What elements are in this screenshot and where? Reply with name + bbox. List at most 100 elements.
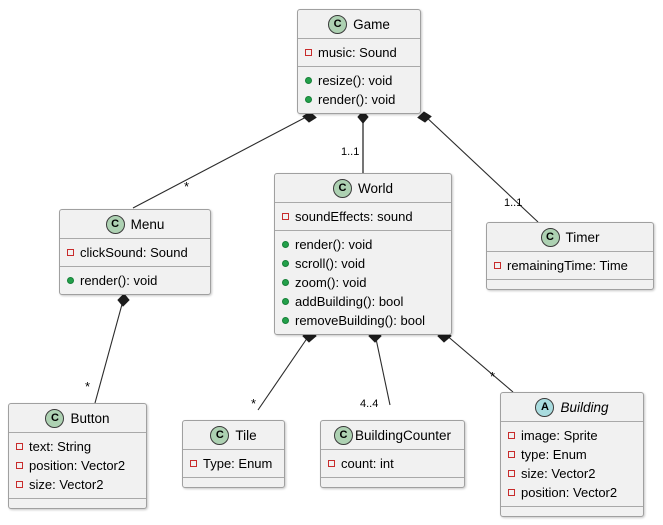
class-title-menu: C Menu	[60, 210, 210, 239]
method-row[interactable]: zoom(): void	[275, 273, 451, 292]
public-method-icon	[67, 277, 74, 284]
method-row[interactable]: render(): void	[275, 235, 451, 254]
attribute-row[interactable]: image: Sprite	[501, 426, 643, 445]
edge-game-world	[357, 110, 369, 173]
public-method-icon	[282, 260, 289, 267]
class-name: Menu	[130, 216, 165, 232]
attribute-label: type: Enum	[521, 447, 587, 462]
attributes-compartment-world: soundEffects: sound	[275, 203, 451, 231]
edge-world-tile	[257, 329, 317, 411]
method-row[interactable]: scroll(): void	[275, 254, 451, 273]
private-attribute-icon	[190, 460, 197, 467]
private-attribute-icon	[508, 470, 515, 477]
attribute-label: music: Sound	[318, 45, 397, 60]
method-row[interactable]: removeBuilding(): bool	[275, 311, 451, 330]
attribute-label: size: Vector2	[29, 477, 104, 492]
class-badge-icon: C	[333, 425, 353, 445]
attribute-row[interactable]: soundEffects: sound	[275, 207, 451, 226]
public-method-icon	[282, 241, 289, 248]
class-box-buildingcounter[interactable]: C BuildingCounter count: int	[320, 420, 465, 488]
class-badge-icon: C	[540, 227, 560, 247]
public-method-icon	[305, 77, 312, 84]
class-name: Button	[70, 410, 110, 426]
edge-world-buildingcounter	[368, 329, 391, 406]
method-row[interactable]: resize(): void	[298, 71, 420, 90]
class-name: World	[357, 180, 393, 196]
class-name: Game	[353, 16, 390, 32]
attribute-label: size: Vector2	[521, 466, 596, 481]
method-label: zoom(): void	[295, 275, 367, 290]
private-attribute-icon	[16, 462, 23, 469]
class-box-game[interactable]: C Game music: Sound resize(): void rende…	[297, 9, 421, 114]
class-box-timer[interactable]: C Timer remainingTime: Time	[486, 222, 654, 290]
private-attribute-icon	[508, 451, 515, 458]
private-attribute-icon	[305, 49, 312, 56]
class-name: Building	[560, 399, 609, 415]
class-badge-icon: C	[105, 214, 125, 234]
class-badge-icon: C	[210, 425, 230, 445]
edge-world-building	[437, 329, 514, 393]
methods-compartment-world: render(): void scroll(): void zoom(): vo…	[275, 231, 451, 334]
attribute-row[interactable]: remainingTime: Time	[487, 256, 653, 275]
attribute-row[interactable]: text: String	[9, 437, 146, 456]
multiplicity-world-tile: *	[251, 396, 257, 411]
private-attribute-icon	[508, 432, 515, 439]
attributes-compartment-tile: Type: Enum	[183, 450, 284, 478]
method-label: render(): void	[80, 273, 158, 288]
methods-compartment-timer	[487, 280, 653, 289]
attribute-label: Type: Enum	[203, 456, 273, 471]
attribute-label: clickSound: Sound	[80, 245, 188, 260]
attributes-compartment-building: image: Sprite type: Enum size: Vector2 p…	[501, 422, 643, 507]
method-label: scroll(): void	[295, 256, 366, 271]
attributes-compartment-button: text: String position: Vector2 size: Vec…	[9, 433, 146, 499]
attribute-label: text: String	[29, 439, 92, 454]
class-title-tile: C Tile	[183, 421, 284, 450]
class-name: BuildingCounter	[354, 427, 452, 443]
attributes-compartment-game: music: Sound	[298, 39, 420, 67]
method-label: render(): void	[295, 237, 373, 252]
class-box-building[interactable]: A Building image: Sprite type: Enum size…	[500, 392, 644, 517]
class-badge-icon: C	[45, 408, 65, 428]
method-row[interactable]: render(): void	[298, 90, 420, 109]
method-label: resize(): void	[318, 73, 393, 88]
attribute-row[interactable]: clickSound: Sound	[60, 243, 210, 262]
class-box-tile[interactable]: C Tile Type: Enum	[182, 420, 285, 488]
multiplicity-game-timer: 1..1	[504, 197, 523, 209]
method-row[interactable]: render(): void	[60, 271, 210, 290]
attribute-label: remainingTime: Time	[507, 258, 628, 273]
class-box-menu[interactable]: C Menu clickSound: Sound render(): void	[59, 209, 211, 295]
class-title-game: C Game	[298, 10, 420, 39]
attribute-row[interactable]: count: int	[321, 454, 464, 473]
edge-menu-button	[94, 293, 130, 404]
multiplicity-world-buildingcounter: 4..4	[360, 398, 379, 410]
methods-compartment-tile	[183, 478, 284, 487]
private-attribute-icon	[494, 262, 501, 269]
attribute-row[interactable]: Type: Enum	[183, 454, 284, 473]
attributes-compartment-buildingcounter: count: int	[321, 450, 464, 478]
private-attribute-icon	[16, 443, 23, 450]
attribute-label: position: Vector2	[521, 485, 618, 500]
private-attribute-icon	[328, 460, 335, 467]
method-row[interactable]: addBuilding(): bool	[275, 292, 451, 311]
attribute-row[interactable]: size: Vector2	[9, 475, 146, 494]
attribute-row[interactable]: position: Vector2	[501, 483, 643, 502]
class-box-button[interactable]: C Button text: String position: Vector2 …	[8, 403, 147, 509]
methods-compartment-button	[9, 499, 146, 508]
multiplicity-menu-button: *	[85, 379, 91, 394]
private-attribute-icon	[67, 249, 74, 256]
attribute-row[interactable]: type: Enum	[501, 445, 643, 464]
attribute-row[interactable]: size: Vector2	[501, 464, 643, 483]
attribute-row[interactable]: position: Vector2	[9, 456, 146, 475]
class-name: Timer	[565, 229, 600, 245]
class-box-world[interactable]: C World soundEffects: sound render(): vo…	[274, 173, 452, 335]
class-title-world: C World	[275, 174, 451, 203]
class-title-timer: C Timer	[487, 223, 653, 252]
method-label: render(): void	[318, 92, 396, 107]
attribute-label: soundEffects: sound	[295, 209, 413, 224]
class-badge-icon: C	[332, 178, 352, 198]
private-attribute-icon	[282, 213, 289, 220]
attribute-row[interactable]: music: Sound	[298, 43, 420, 62]
method-label: removeBuilding(): bool	[295, 313, 426, 328]
public-method-icon	[282, 317, 289, 324]
